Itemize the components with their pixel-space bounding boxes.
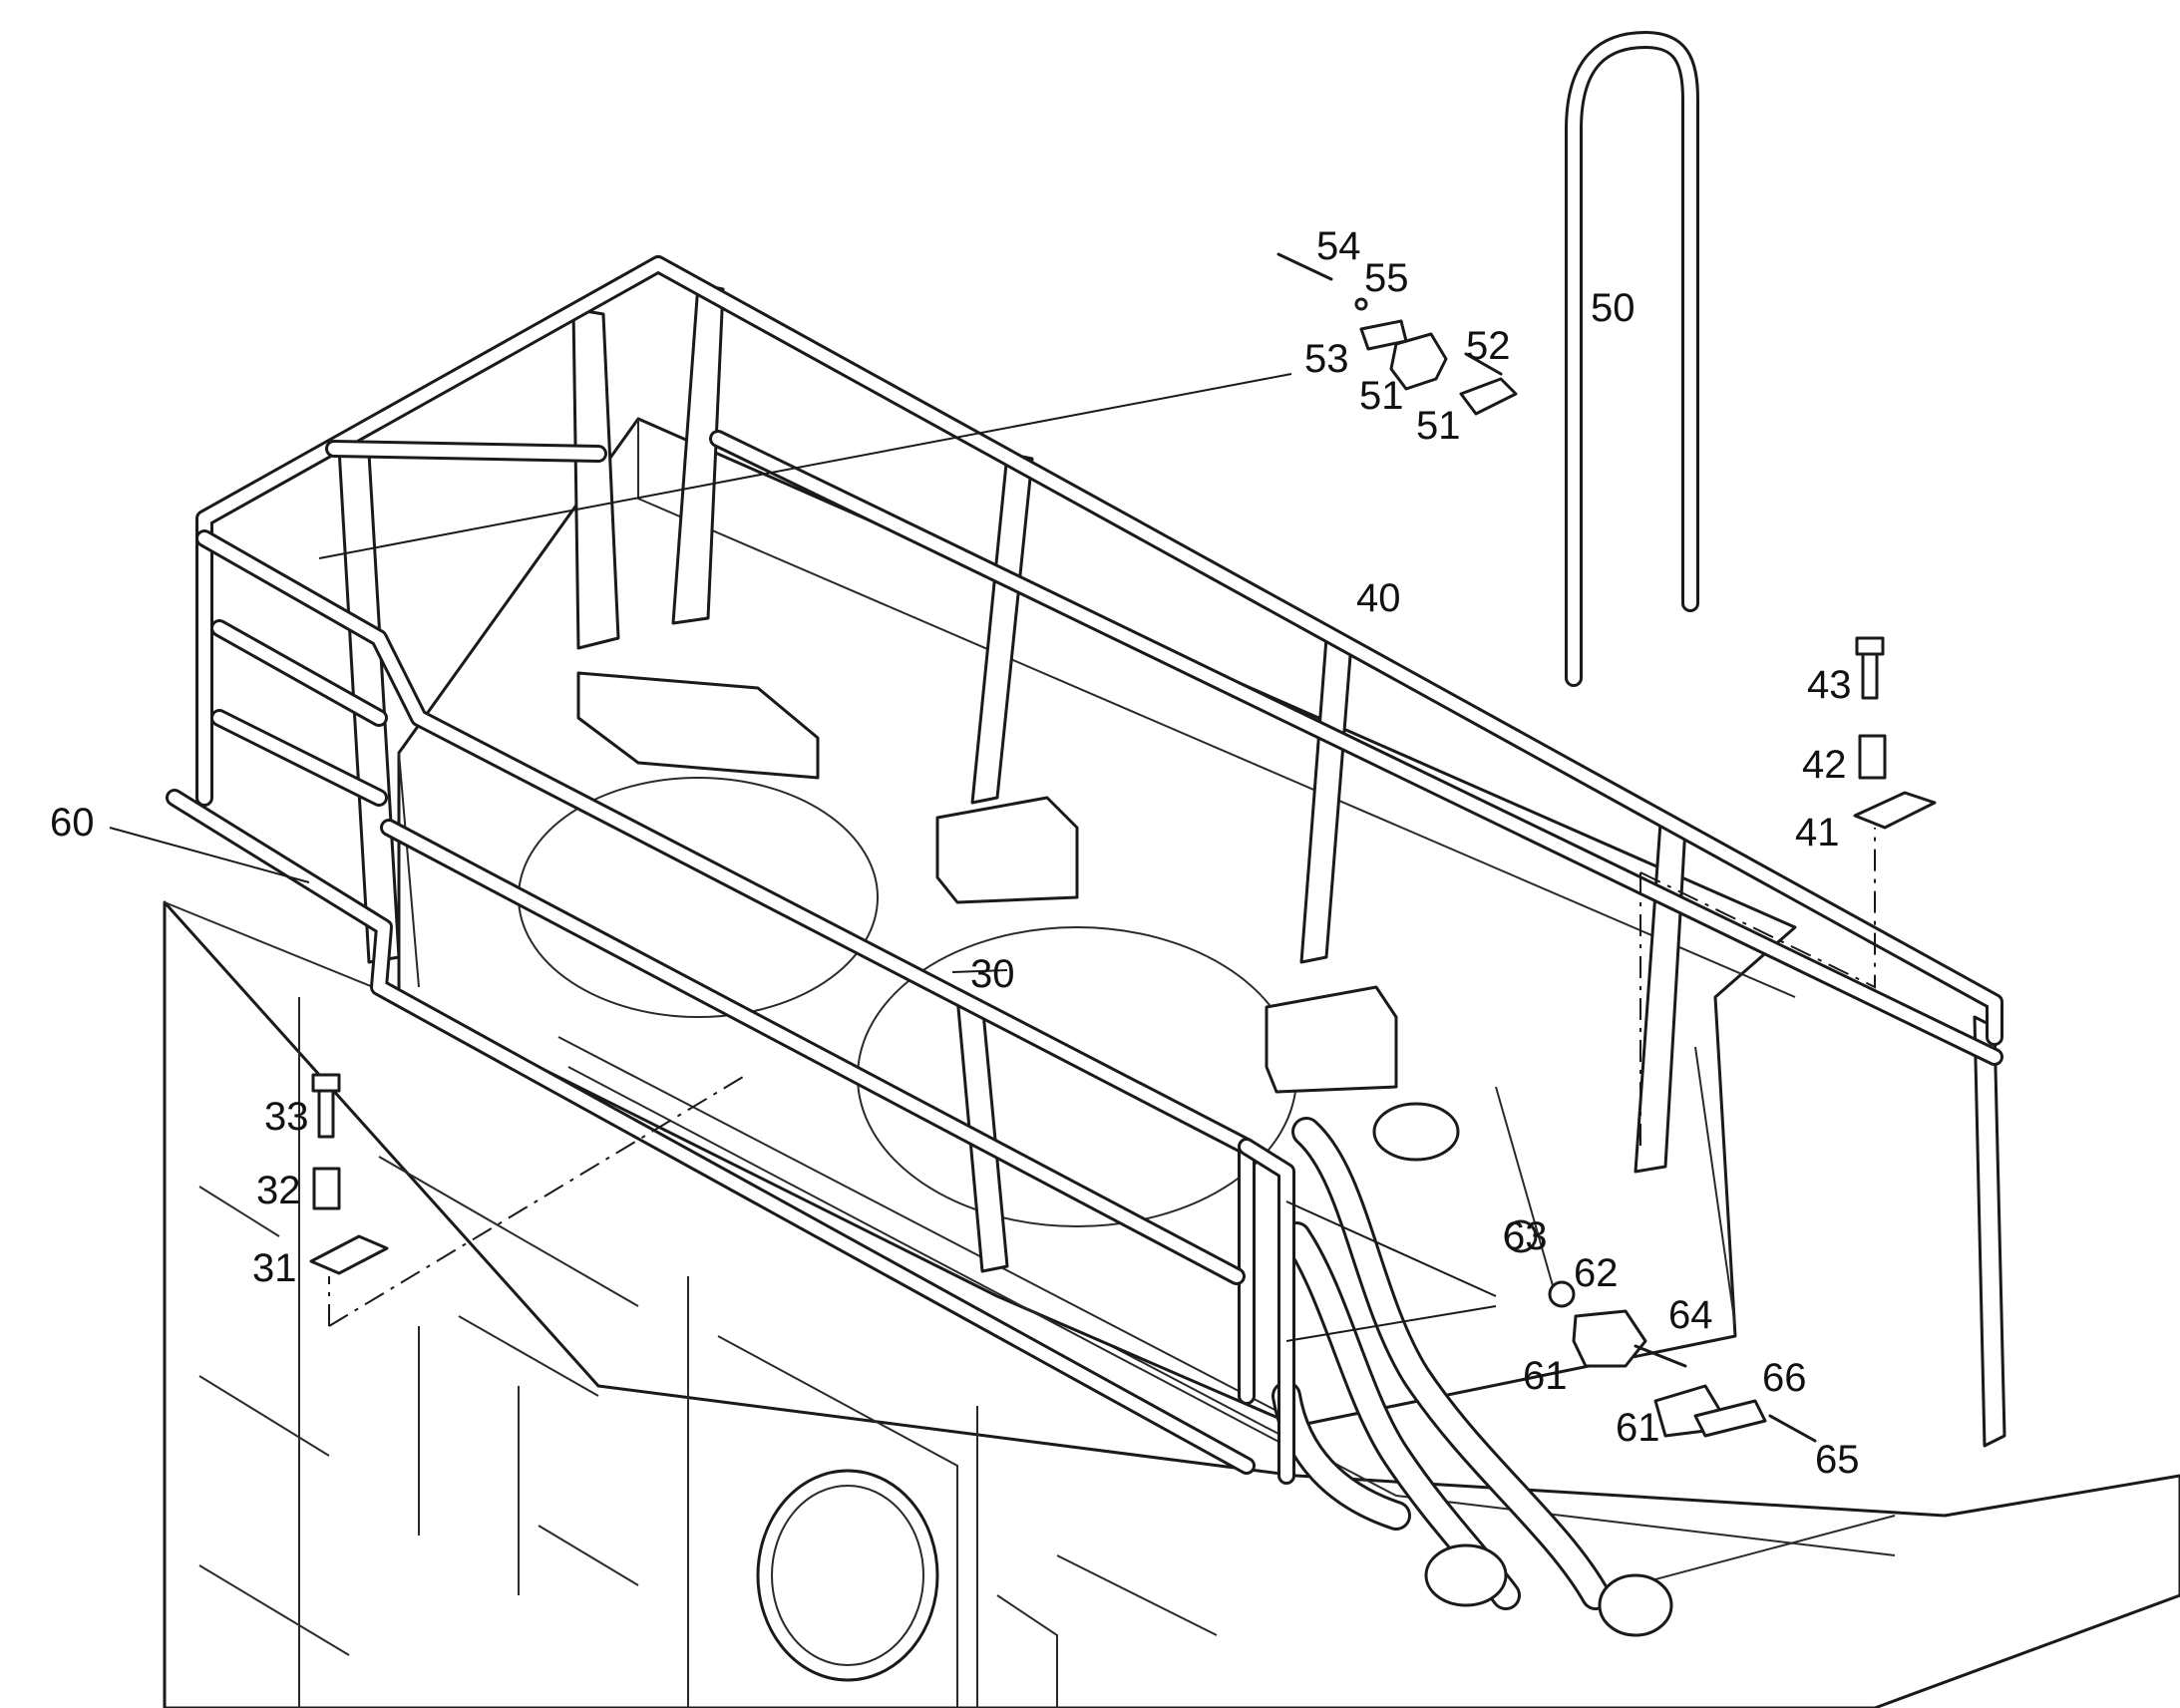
callout-51-lower: 51 (1416, 404, 1461, 448)
callout-54: 54 (1316, 224, 1361, 268)
callout-40: 40 (1356, 576, 1401, 620)
callout-31: 31 (252, 1246, 297, 1290)
hose-assembly (1272, 1102, 1673, 1637)
callout-51-upper: 51 (1359, 374, 1404, 418)
platform-deck (397, 417, 1797, 1447)
handrail-frame (166, 255, 2003, 1485)
callout-30: 30 (970, 952, 1015, 996)
callout-52: 52 (1466, 324, 1511, 368)
callout-53: 53 (1304, 337, 1349, 381)
manhole-cover (756, 1469, 939, 1682)
callout-41: 41 (1795, 811, 1840, 854)
callout-66: 66 (1762, 1356, 1807, 1400)
tank-body (163, 900, 2180, 1708)
callout-33: 33 (264, 1095, 309, 1139)
clamp-set-upper (1276, 252, 1518, 416)
mounting-set-right (1853, 636, 1937, 830)
callout-60: 60 (50, 801, 95, 845)
callout-65: 65 (1815, 1438, 1860, 1482)
callout-62: 62 (1574, 1251, 1619, 1295)
mounting-set-left (309, 1073, 389, 1275)
callout-43: 43 (1807, 663, 1852, 707)
callout-32: 32 (256, 1169, 301, 1212)
grab-handle (1565, 31, 1699, 687)
callout-50: 50 (1591, 286, 1635, 330)
deck-block (576, 671, 820, 780)
callout-64: 64 (1668, 1293, 1713, 1337)
clamp-set-lower (1504, 1219, 1817, 1443)
callout-63: 63 (1503, 1214, 1548, 1258)
callout-61-upper: 61 (1523, 1354, 1568, 1398)
callout-42: 42 (1802, 743, 1847, 787)
callout-labels: 54 55 53 51 52 51 50 40 43 42 41 60 30 3… (50, 224, 1860, 1482)
callout-61-lower: 61 (1616, 1406, 1660, 1450)
callout-55: 55 (1364, 256, 1409, 300)
leader-lines (109, 373, 1876, 1342)
